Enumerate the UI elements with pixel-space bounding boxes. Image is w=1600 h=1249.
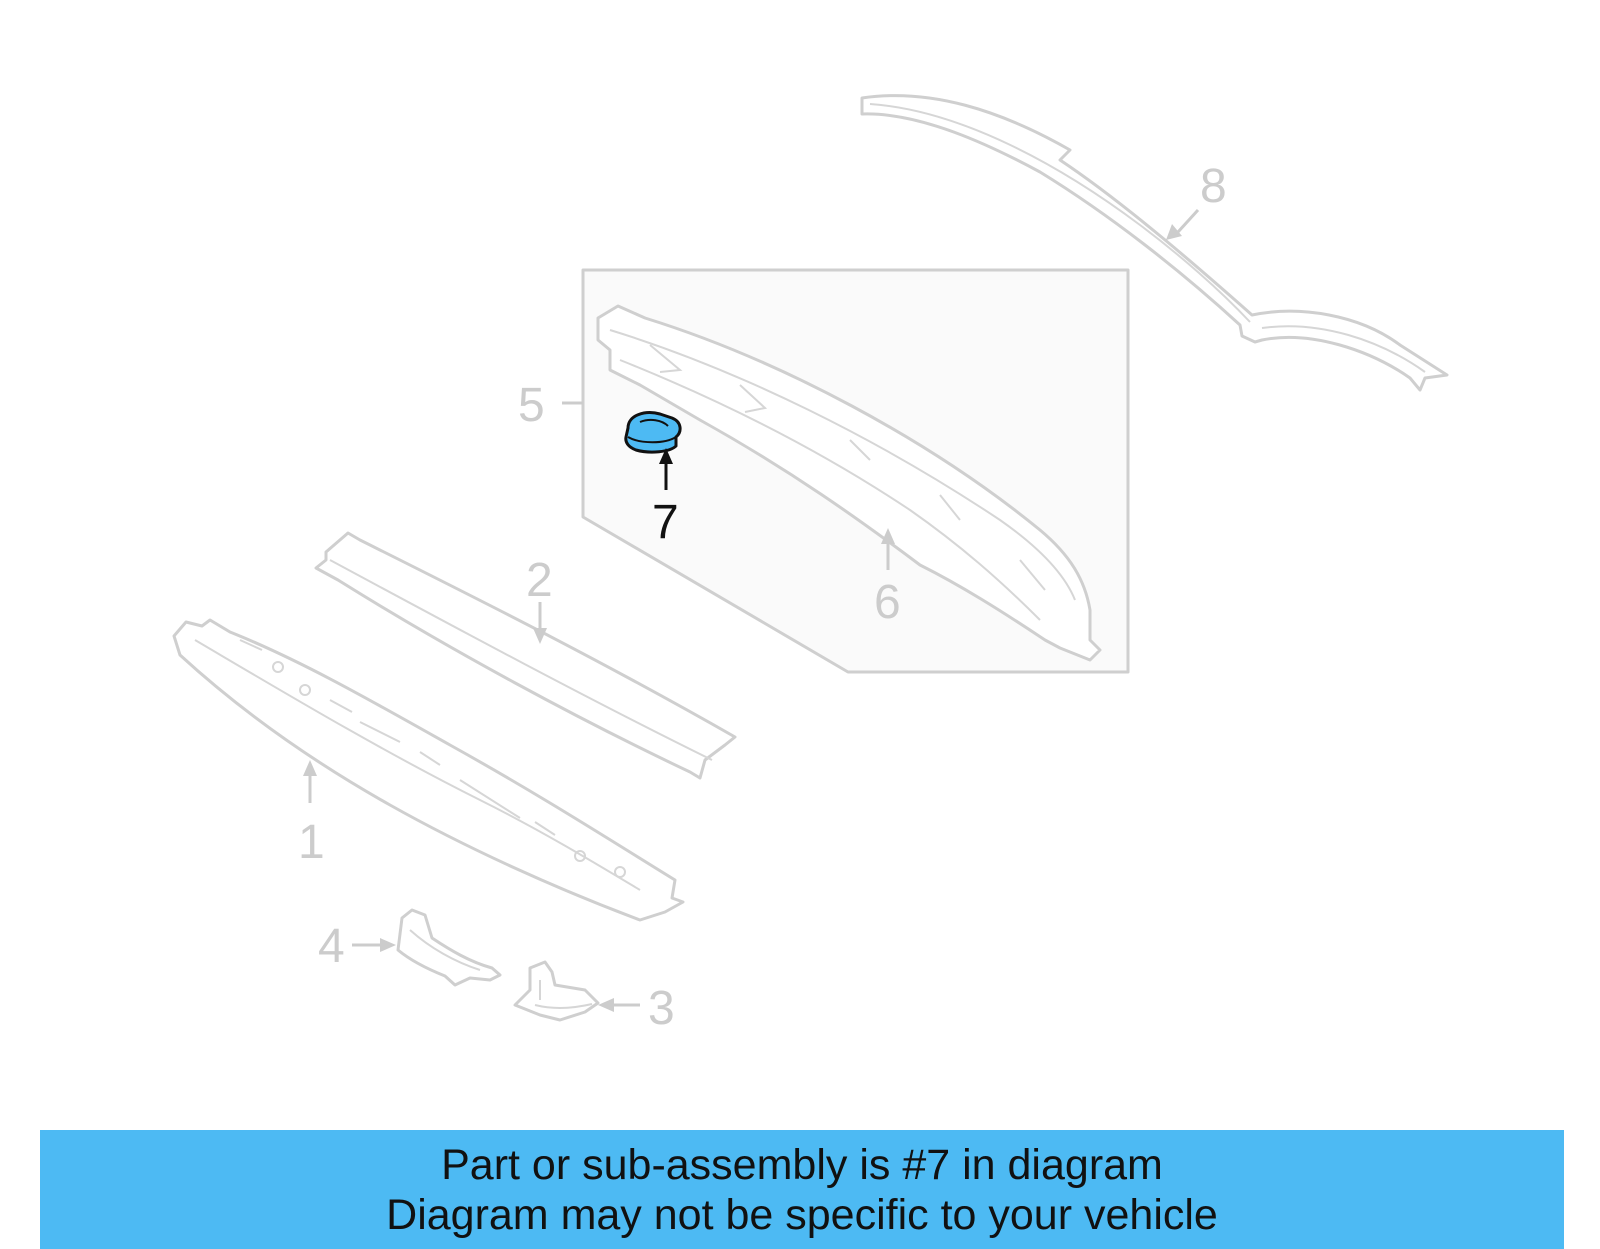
banner-line-1: Part or sub-assembly is #7 in diagram [441,1140,1163,1189]
svg-text:1: 1 [298,816,325,869]
svg-text:4: 4 [318,920,345,973]
svg-text:5: 5 [518,379,545,432]
callout-4: 4 [318,920,396,973]
svg-text:2: 2 [526,554,553,607]
part-8-roof-bow [860,94,1449,392]
part-6-header-panel [596,304,1102,662]
callout-1: 1 [298,760,325,869]
svg-text:7: 7 [652,496,679,549]
banner-line-2: Diagram may not be specific to your vehi… [386,1190,1218,1239]
svg-text:8: 8 [1200,160,1227,213]
part-3-bracket [513,960,600,1022]
part-1-lower-bar [172,618,685,922]
svg-text:6: 6 [874,576,901,629]
part-2-upper-bar [314,531,737,780]
callout-8: 8 [1166,160,1227,240]
callout-3: 3 [598,982,675,1035]
part-4-bracket [396,908,502,987]
info-banner: Part or sub-assembly is #7 in diagram Di… [40,1130,1564,1249]
callout-6: 6 [874,528,901,629]
svg-text:3: 3 [648,982,675,1035]
part-7-highlighted [624,411,682,454]
callout-5: 5 [518,379,583,432]
callout-7: 7 [652,448,679,549]
callout-2: 2 [526,554,553,644]
